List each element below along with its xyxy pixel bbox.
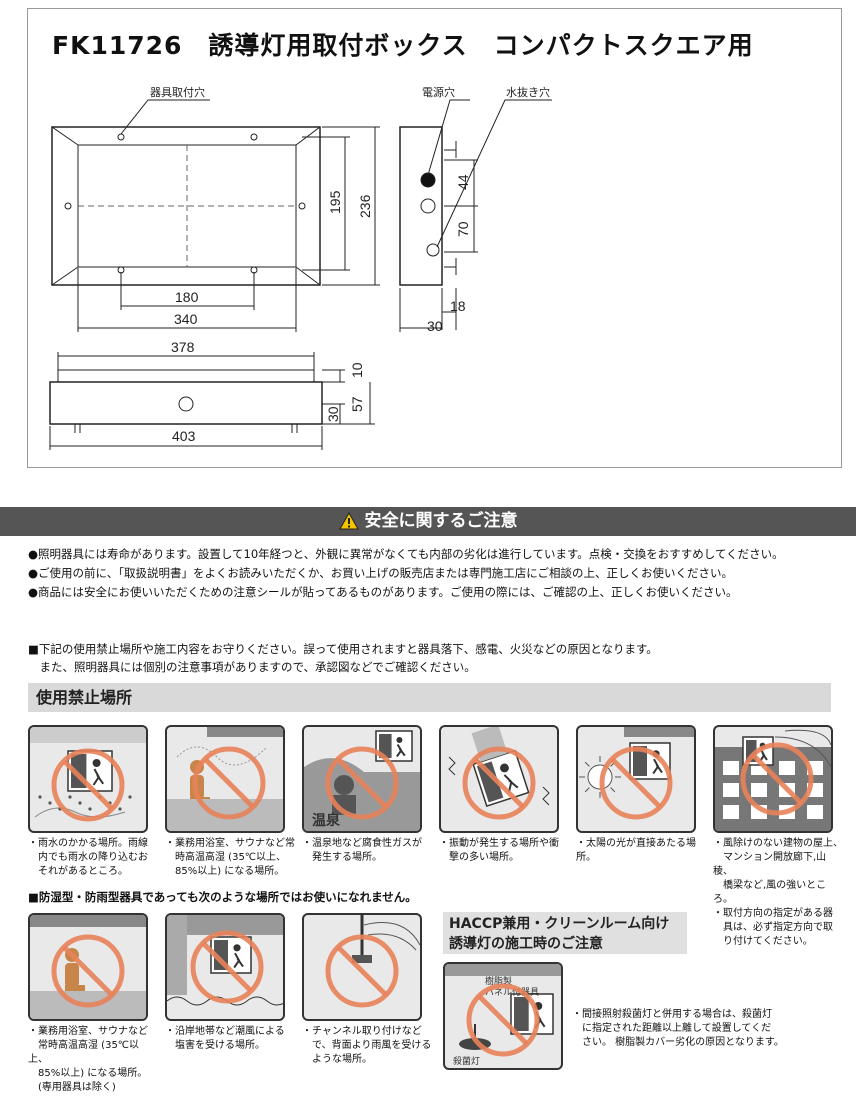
haccp-panel: 樹脂製 パネル付器具 殺菌灯 (443, 962, 563, 1070)
row2-illustration-2 (167, 915, 283, 1006)
caption-line: ・太陽の光が直接あたる場所。 (576, 838, 696, 863)
caption-line: 撃の多い場所。 (439, 852, 519, 863)
row1-caption-5: ・太陽の光が直接あたる場所。 (576, 837, 706, 865)
waterproof-note: ■防湿型・防雨型器具であっても次のような場所ではお使いになれません。 (28, 890, 417, 904)
caption-line: 内でも雨水の降り込むお (28, 852, 148, 863)
safety-header: 安全に関するご注意 (0, 507, 856, 536)
row1-illustration-1 (30, 727, 146, 822)
row1-caption-6: ・風除けのない建物の屋上、 マンション開放廊下,山稜、 橋梁など,風の強いところ… (713, 837, 843, 949)
row1-illustration-3: 温泉 (304, 730, 420, 831)
caption-line: 具は、必ず指定方向で取 (713, 922, 833, 933)
row1-caption-4: ・振動が発生する場所や衝 撃の多い場所。 (439, 837, 569, 865)
caption-line: ・雨水のかかる場所。雨線 (28, 838, 148, 849)
technical-drawing: 器具取付穴 電源穴 水抜き穴 180 340 195 236 44 70 18 … (49, 85, 552, 450)
row2-caption-3: ・チャンネル取り付けなど で、背面より雨風を受ける ような場所。 (302, 1025, 432, 1067)
notice-line-2: また、照明器具には個別の注意事項がありますので、承認図などでご確認ください。 (28, 660, 476, 674)
dim-44: 44 (455, 174, 471, 190)
row2-illustration-3 (325, 915, 420, 1008)
row1-panel-3: 温泉 (302, 725, 422, 833)
box-outer (51, 126, 321, 286)
row1-caption-2: ・業務用浴室、サウナなど常 時高温高湿 (35℃以上、 85%以上) になる場所… (165, 837, 295, 879)
caption-line: ・沿岸地帯など潮風による (165, 1026, 285, 1037)
dim-340: 340 (174, 311, 198, 327)
row1-caption-1: ・雨水のかかる場所。雨線 内でも雨水の降り込むお それがあるところ。 (28, 837, 158, 879)
warning-icon (338, 512, 359, 530)
haccp-heading-line1: HACCP兼用・クリーンルーム向け (449, 916, 670, 932)
caption-line: マンション開放廊下,山稜、 (713, 852, 827, 877)
dim-403: 403 (172, 428, 196, 444)
page-title: FK11726 誘導灯用取付ボックス コンパクトスクエア用 (52, 31, 754, 60)
row1-panel-6 (713, 725, 833, 833)
caption-line: 時高温高湿 (35℃以上、 (165, 852, 287, 863)
row1-illustration-6 (715, 729, 831, 831)
haccp-illustration: 樹脂製 パネル付器具 殺菌灯 (445, 964, 561, 1067)
label-drain-hole: 水抜き穴 (506, 85, 550, 99)
notice: ■下記の使用禁止場所や施工内容をお守りください。誤って使用されますと器具落下、感… (28, 640, 848, 676)
row2-illustration-1 (30, 915, 146, 1019)
row1-panel-5 (576, 725, 696, 833)
row2-caption-1: ・業務用浴室、サウナなど 常時高温高湿 (35℃以上、 85%以上) になる場所… (28, 1025, 158, 1095)
row1-panel-4 (439, 725, 559, 833)
row1-illustration-2 (167, 727, 283, 831)
dim-10: 10 (349, 362, 365, 378)
caption-line: ・業務用浴室、サウナなど常 (165, 838, 295, 849)
bullet-manual: ●ご使用の前に、「取扱説明書」をよくお読みいただくか、お買い上げの販売店または専… (28, 566, 733, 580)
caption-line: ような場所。 (302, 1054, 372, 1065)
dim-195: 195 (327, 190, 343, 214)
dim-180: 180 (175, 289, 199, 305)
row2-panel-3 (302, 913, 422, 1021)
caption-line: それがあるところ。 (28, 866, 128, 877)
notice-line-1: ■下記の使用禁止場所や施工内容をお守りください。誤って使用されますと器具落下、感… (28, 642, 658, 656)
safety-header-text: 安全に関するご注意 (364, 511, 518, 531)
bullet-lifespan: ●照明器具には寿命があります。設置して10年経つと、外観に異常がなくても内部の劣… (28, 547, 784, 561)
caption-line: で、背面より雨風を受ける (302, 1040, 432, 1051)
caption-line: ・取付方向の指定がある器 (713, 908, 833, 919)
dim-378: 378 (171, 339, 195, 355)
prohibited-heading: 使用禁止場所 (28, 683, 831, 712)
caption-line: ・チャンネル取り付けなど (302, 1026, 422, 1037)
caption-line: ・温泉地など腐食性ガスが (302, 838, 422, 849)
caption-line: (専用器具は除く) (28, 1082, 116, 1093)
caption-line: り付けてください。 (713, 936, 813, 947)
dim-18: 18 (450, 298, 466, 314)
dim-236: 236 (357, 194, 373, 218)
caption-line: ・振動が発生する場所や衝 (439, 838, 559, 849)
caption-line: に指定された距離以上離して設置してくだ (572, 1023, 772, 1034)
row1-illustration-4 (448, 727, 550, 820)
row2-panel-2 (165, 913, 285, 1021)
caption-line: 常時高温高湿 (35℃以上、 (28, 1040, 140, 1065)
label-power-hole: 電源穴 (422, 85, 455, 99)
label-mount-holes: 器具取付穴 (150, 85, 205, 99)
caption-line: 85%以上) になる場所。 (28, 1068, 148, 1079)
caption-line: ・間接照射殺菌灯と併用する場合は、殺菌灯 (572, 1009, 772, 1020)
bullet-sticker: ●商品には安全にお使いいただくための注意シールが貼ってあるものがあります。ご使用… (28, 585, 738, 599)
safety-bullets: ●照明器具には寿命があります。設置して10年経つと、外観に異常がなくても内部の劣… (28, 545, 848, 602)
dim-30-side: 30 (427, 318, 443, 334)
caption-line: 橋梁など,風の強いところ。 (713, 880, 827, 905)
row2-caption-2: ・沿岸地帯など潮風による 塩害を受ける場所。 (165, 1025, 295, 1053)
caption-line: 85%以上) になる場所。 (165, 866, 285, 877)
row2-panel-1 (28, 913, 148, 1021)
dim-70: 70 (455, 221, 471, 237)
haccp-label-panel: パネル付器具 (485, 987, 539, 998)
row1-illustration-5 (579, 727, 694, 820)
haccp-label-germicidal: 殺菌灯 (453, 1055, 480, 1067)
caption-line: さい。 樹脂製カバー劣化の原因となります。 (572, 1037, 784, 1048)
row1-panel-2 (165, 725, 285, 833)
caption-line: ・風除けのない建物の屋上、 (713, 838, 843, 849)
caption-line: 塩害を受ける場所。 (165, 1040, 265, 1051)
row1-caption-3: ・温泉地など腐食性ガスが 発生する場所。 (302, 837, 432, 865)
haccp-heading: HACCP兼用・クリーンルーム向け 誘導灯の施工時のご注意 (443, 912, 687, 954)
caption-line: 発生する場所。 (302, 852, 382, 863)
haccp-caption: ・間接照射殺菌灯と併用する場合は、殺菌灯 に指定された距離以上離して設置してくだ… (572, 1008, 812, 1050)
onsen-label: 温泉 (312, 812, 341, 829)
dim-30-bottom: 30 (325, 406, 341, 422)
dim-57: 57 (349, 396, 365, 412)
haccp-heading-line2: 誘導灯の施工時のご注意 (449, 936, 603, 952)
drawing-frame (27, 8, 842, 468)
caption-line: ・業務用浴室、サウナなど (28, 1026, 148, 1037)
row1-panel-1 (28, 725, 148, 833)
